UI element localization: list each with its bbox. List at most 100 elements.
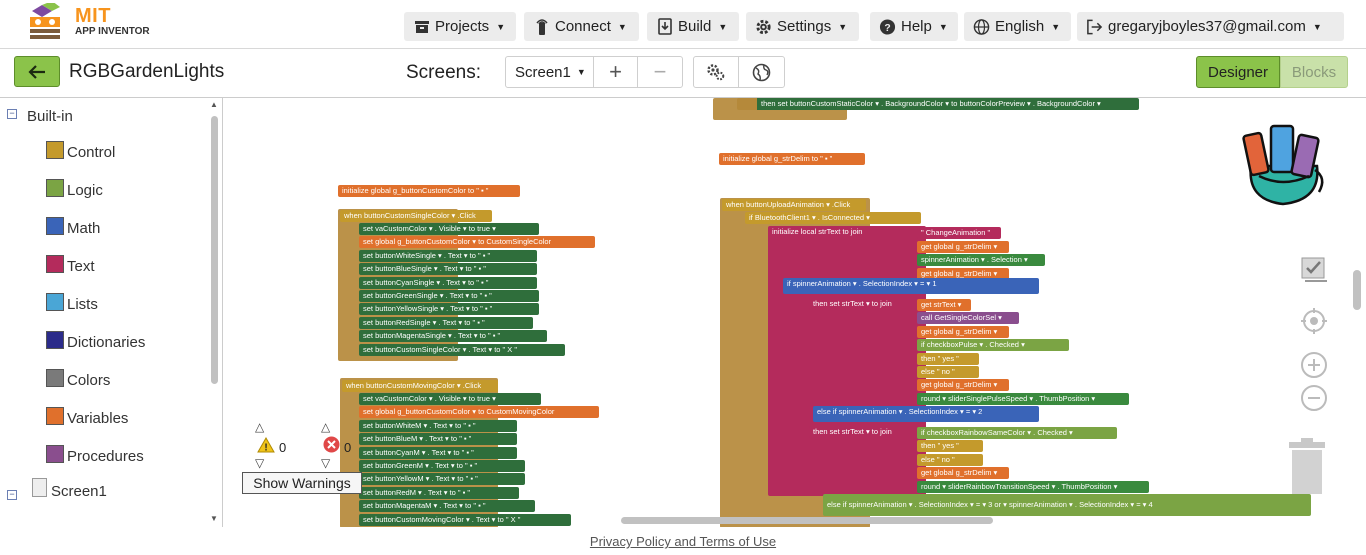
project-properties-button[interactable] — [694, 57, 739, 87]
join-item-block[interactable]: round ▾ sliderRainbowTransitionSpeed ▾ .… — [917, 480, 1149, 493]
set-text-block[interactable]: set buttonBlueM ▾ . Text ▾ to " ▪ " — [359, 433, 517, 446]
tree-scrollbar[interactable]: ▲ ▼ — [209, 98, 221, 527]
set-strtext-1-block[interactable]: then set strText ▾ to join — [809, 298, 919, 310]
workspace-hscrollbar[interactable] — [621, 517, 993, 524]
set-text-block[interactable]: set buttonMagentaM ▾ . Text ▾ to " ▪ " — [359, 500, 535, 513]
remove-screen-button[interactable]: − — [653, 59, 667, 84]
set-text-block[interactable]: set vaCustomColor ▾ . Visible ▾ to true … — [359, 223, 539, 235]
set-text-block[interactable]: set vaCustomColor ▾ . Visible ▾ to true … — [359, 393, 541, 405]
set-text-block[interactable]: set buttonWhiteM ▾ . Text ▾ to " ▪ " — [359, 419, 517, 432]
tree-builtin[interactable]: Built-in — [27, 108, 73, 125]
join-item-block[interactable]: call GetSingleColorSel ▾ — [917, 312, 1019, 325]
tree-item-lists[interactable]: Lists — [46, 292, 98, 313]
collapse-toggle-icon[interactable]: − — [7, 109, 17, 119]
privacy-policy-link[interactable]: Privacy Policy and Terms of Use — [589, 534, 777, 549]
connect-menu[interactable]: Connect▼ — [524, 12, 639, 41]
tree-item-math[interactable]: Math — [46, 216, 100, 237]
set-text-block[interactable]: set buttonCustomMovingColor ▾ . Text ▾ t… — [359, 513, 571, 526]
language-menu[interactable]: English▼ — [964, 12, 1071, 41]
set-text-block[interactable]: set global g_buttonCustomColor ▾ to Cust… — [359, 406, 599, 419]
set-text-block[interactable]: set buttonBlueSingle ▾ . Text ▾ to " ▪ " — [359, 263, 537, 276]
join-item-block[interactable]: then " yes " — [917, 440, 983, 453]
join-item-block[interactable]: get global g_strDelim ▾ — [917, 240, 1009, 253]
init-global-buttoncustomcolor-block[interactable]: initialize global g_buttonCustomColor to… — [338, 185, 520, 197]
prev-error-icon[interactable]: △ — [321, 420, 331, 434]
set-text-block[interactable]: set buttonYellowM ▾ . Text ▾ to " ▪ " — [359, 473, 525, 486]
next-warning-icon[interactable]: ▽ — [255, 456, 265, 470]
join-item-block[interactable]: then " yes " — [917, 352, 979, 365]
tree-item-logic[interactable]: Logic — [46, 178, 103, 199]
join-item-block[interactable]: spinnerAnimation ▾ . Selection ▾ — [917, 254, 1045, 266]
tree-item-label: Dictionaries — [67, 334, 146, 351]
set-block[interactable]: then set buttonCustomStaticColor ▾ . Bac… — [737, 98, 1139, 110]
globe-button[interactable] — [739, 57, 784, 87]
tree-scroll-thumb[interactable] — [211, 116, 218, 384]
blocks-workspace[interactable]: then set buttonCustomStaticColor ▾ . Bac… — [222, 97, 1366, 527]
projects-menu[interactable]: Projects▼ — [404, 12, 516, 41]
tree-item-colors[interactable]: Colors — [46, 368, 110, 389]
scroll-down-icon[interactable]: ▼ — [210, 514, 218, 523]
zoom-in-icon[interactable] — [1299, 350, 1329, 380]
join-item-block[interactable]: if checkboxRainbowSameColor ▾ . Checked … — [917, 427, 1117, 439]
set-text-block[interactable]: set global g_buttonCustomColor ▾ to Cust… — [359, 236, 595, 249]
add-screen-button[interactable]: + — [594, 57, 638, 87]
show-warnings-button[interactable]: Show Warnings — [242, 472, 362, 494]
help-menu[interactable]: ? Help▼ — [870, 12, 958, 41]
tree-item-dictionaries[interactable]: Dictionaries — [46, 330, 146, 351]
set-strtext-2-block[interactable]: then set strText ▾ to join — [809, 426, 919, 438]
settings-menu[interactable]: Settings▼ — [746, 12, 859, 41]
join-item-block[interactable]: get global g_strDelim ▾ — [917, 267, 1009, 280]
cleanup-checkbox-icon[interactable] — [1299, 253, 1329, 283]
next-error-icon[interactable]: ▽ — [321, 456, 331, 470]
join-item-block[interactable]: get strText ▾ — [917, 299, 971, 311]
tree-item-procedures[interactable]: Procedures — [46, 444, 144, 465]
join-item-block[interactable]: get global g_strDelim ▾ — [917, 325, 1009, 338]
set-text-block[interactable]: set buttonGreenSingle ▾ . Text ▾ to " ▪ … — [359, 290, 539, 302]
when-moving-click-block[interactable]: when buttonCustomMovingColor ▾ .Click — [342, 380, 498, 392]
zoom-out-icon[interactable] — [1299, 383, 1329, 413]
tree-item-text[interactable]: Text — [46, 254, 95, 275]
set-text-block[interactable]: set buttonMagentaSingle ▾ . Text ▾ to " … — [359, 330, 547, 343]
join-item-block[interactable]: else " no " — [917, 366, 979, 378]
join-item-block[interactable]: " ChangeAnimation " — [917, 227, 1001, 239]
if-selection1-block[interactable]: if spinnerAnimation ▾ . SelectionIndex ▾… — [783, 278, 1039, 294]
designer-button[interactable]: Designer — [1196, 56, 1280, 88]
when-upload-click-block[interactable]: when buttonUploadAnimation ▾ .Click — [722, 199, 866, 211]
collapse-toggle-icon[interactable]: − — [7, 490, 17, 500]
tree-item-control[interactable]: Control — [46, 140, 115, 161]
join-item-block[interactable]: if checkboxPulse ▾ . Checked ▾ — [917, 339, 1069, 352]
app-inventor-logo[interactable]: MIT APP INVENTOR — [24, 3, 154, 45]
tree-screen1[interactable]: Screen1 — [32, 478, 107, 500]
trash-icon[interactable] — [1287, 438, 1327, 496]
build-menu[interactable]: Build▼ — [647, 12, 739, 41]
tree-item-variables[interactable]: Variables — [46, 406, 128, 427]
recenter-icon[interactable] — [1299, 306, 1329, 336]
init-local-strtext-block[interactable]: initialize local strText to join — [768, 226, 926, 496]
backpack-icon[interactable] — [1237, 118, 1329, 208]
elseif-selection34-block[interactable]: else if spinnerAnimation ▾ . SelectionIn… — [823, 494, 1311, 516]
join-item-block[interactable]: else " no " — [917, 453, 983, 466]
tree-item-label: Procedures — [67, 448, 144, 465]
account-menu[interactable]: gregaryjboyles37@gmail.com▼ — [1077, 12, 1344, 41]
set-text-block[interactable]: set buttonCyanM ▾ . Text ▾ to " ▪ " — [359, 446, 517, 459]
init-global-strdelim-block[interactable]: initialize global g_strDelim to " ▪ " — [719, 153, 865, 165]
set-text-block[interactable]: set buttonWhiteSingle ▾ . Text ▾ to " ▪ … — [359, 249, 537, 262]
scroll-up-icon[interactable]: ▲ — [210, 100, 218, 109]
set-text-block[interactable]: set buttonYellowSingle ▾ . Text ▾ to " ▪… — [359, 303, 539, 316]
blocks-button[interactable]: Blocks — [1280, 56, 1348, 88]
join-item-block[interactable]: round ▾ sliderSinglePulseSpeed ▾ . Thumb… — [917, 392, 1129, 405]
prev-warning-icon[interactable]: △ — [255, 420, 265, 434]
set-text-block[interactable]: set buttonCustomSingleColor ▾ . Text ▾ t… — [359, 343, 565, 356]
set-text-block[interactable]: set buttonGreenM ▾ . Text ▾ to " ▪ " — [359, 460, 525, 472]
if-connected-block[interactable]: if BluetoothClient1 ▾ . IsConnected ▾ — [745, 212, 921, 224]
when-single-click-block[interactable]: when buttonCustomSingleColor ▾ .Click — [340, 210, 492, 222]
join-item-block[interactable]: get global g_strDelim ▾ — [917, 379, 1009, 392]
workspace-vscrollbar[interactable] — [1353, 270, 1361, 310]
elseif-selection2-block[interactable]: else if spinnerAnimation ▾ . SelectionIn… — [813, 406, 1039, 422]
set-text-block[interactable]: set buttonRedM ▾ . Text ▾ to " ▪ " — [359, 486, 519, 499]
join-item-block[interactable]: get global g_strDelim ▾ — [917, 467, 1009, 480]
set-text-block[interactable]: set buttonCyanSingle ▾ . Text ▾ to " ▪ " — [359, 276, 537, 289]
set-text-block[interactable]: set buttonRedSingle ▾ . Text ▾ to " ▪ " — [359, 316, 533, 329]
back-button[interactable] — [14, 56, 60, 87]
screen-dropdown[interactable]: Screen1▼ — [506, 57, 594, 87]
